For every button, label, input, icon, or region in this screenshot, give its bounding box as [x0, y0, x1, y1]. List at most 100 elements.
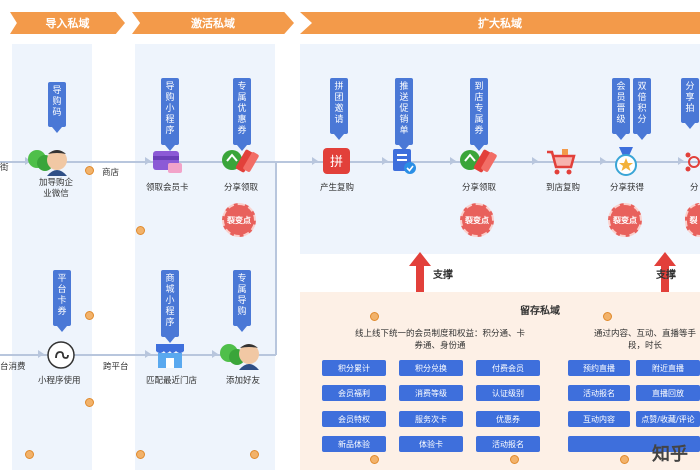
retain-left-desc: 线上线下统一的会员制度和权益：积分通、卡券通、身份通	[355, 329, 526, 351]
retain-right-chip: 直播回放	[636, 385, 700, 401]
retain-right-chip: 互动内容	[568, 411, 630, 427]
arrow-7	[600, 157, 606, 165]
node-wechat-work: 加导购企业微信	[38, 178, 73, 199]
decor-dot	[250, 450, 259, 459]
decor-dot	[603, 312, 612, 321]
arrow-3	[312, 157, 318, 165]
member-card-icon	[153, 151, 182, 173]
node-add-friend: 添加好友	[226, 376, 261, 386]
retain-left-chip: 付费会员	[476, 360, 540, 376]
wechat-icon	[28, 150, 67, 176]
connector-bottom-join	[255, 354, 276, 356]
arrow-2	[145, 157, 151, 165]
support-arrow-right-icon	[654, 252, 676, 292]
tag-group-invite: 拼团邀请	[330, 78, 348, 140]
stage-activate: 激活私域	[132, 12, 294, 34]
tag-guide-code: 导购码	[48, 82, 66, 133]
retain-right-desc: 通过内容、互动、直播等手段，时长	[593, 329, 696, 351]
decor-dot	[25, 450, 34, 459]
arrow-1	[25, 157, 31, 165]
retain-left-chip: 优惠券	[476, 411, 540, 427]
retain-left-chip: 会员福利	[322, 385, 386, 401]
node-cross-platform: 跨平台	[103, 362, 129, 372]
decor-dot	[136, 226, 145, 235]
tag-member-points: 会员晋级	[612, 78, 630, 140]
badge-fission-1: 裂变点	[222, 203, 256, 237]
watermark: 知乎	[652, 444, 688, 465]
node-match-store: 匹配最近门店	[146, 376, 198, 386]
svg-text:拼: 拼	[330, 155, 343, 170]
node-buy-again: 产生复购	[320, 183, 355, 193]
tag-store-coupon: 到店专属券	[470, 78, 488, 151]
retain-right-chip	[568, 436, 700, 452]
stage-expand: 扩大私域	[300, 12, 700, 34]
arrow-b3	[212, 350, 218, 358]
node-claim-card: 领取会员卡	[146, 183, 189, 193]
tag-platform-coupon: 平台卡券	[53, 270, 71, 332]
retain-left-chip: 积分兑换	[399, 360, 463, 376]
arrow-4	[382, 157, 388, 165]
retain-left-chip: 服务次卡	[399, 411, 463, 427]
decor-dot	[85, 311, 94, 320]
decor-dot	[85, 398, 94, 407]
retain-right-chip: 预约直播	[568, 360, 630, 376]
node-left-cut-bottom: 台消费	[0, 362, 26, 372]
group-buy-icon: 拼	[323, 148, 350, 174]
retain-left-chip: 体验卡	[399, 436, 463, 452]
arrow-b1	[38, 350, 44, 358]
connector-vertical	[275, 161, 277, 355]
share-coupon-icon	[460, 149, 497, 173]
arrow-b2	[145, 350, 151, 358]
decor-dot	[136, 450, 145, 459]
decor-dot	[620, 455, 629, 464]
tag-coupon-b: 专属导购	[233, 270, 251, 332]
network-icon	[685, 152, 700, 172]
retain-title: 留存私域	[520, 306, 560, 317]
tag-promo-push: 推送促销单	[395, 78, 413, 151]
stage-import: 导入私域	[10, 12, 125, 34]
node-store-repurchase: 到店复购	[546, 183, 581, 193]
support-arrow-left-icon	[409, 252, 431, 292]
tag-coupon-a: 专属优惠券	[233, 78, 251, 151]
arrow-6	[532, 157, 538, 165]
retain-left-chip: 活动报名	[476, 436, 540, 452]
retain-left-chip: 新品体验	[322, 436, 386, 452]
tag-guide-mini: 导购小程序	[161, 78, 179, 151]
node-share-gain: 分享获得	[610, 183, 645, 193]
decor-dot	[370, 455, 379, 464]
storefront-icon	[156, 344, 184, 368]
retain-right-chip: 活动报名	[568, 385, 630, 401]
decor-dot	[510, 455, 519, 464]
node-store: 商店	[102, 168, 120, 178]
medal-icon	[615, 147, 637, 176]
support-label-left: 支撑	[433, 270, 453, 281]
support-label-right: 支撑	[656, 270, 676, 281]
retain-right-chip: 点赞/收藏/评论	[636, 411, 700, 427]
decor-dot	[370, 312, 379, 321]
connector-bottom-row	[0, 354, 255, 356]
tag-double-points: 双倍积分	[633, 78, 651, 140]
retain-right-chip: 附近直播	[636, 360, 700, 376]
node-share-cut: 分	[690, 183, 699, 193]
arrow-5	[450, 157, 456, 165]
node-share-claim-1: 分享领取	[224, 183, 259, 193]
activate-column-bg	[135, 44, 275, 470]
miniprogram-icon	[47, 341, 75, 369]
retain-left-chip: 会员特权	[322, 411, 386, 427]
tag-share-earn: 分享拍	[681, 78, 699, 129]
retain-left-chip: 认证级别	[476, 385, 540, 401]
badge-fission-2: 裂变点	[460, 203, 494, 237]
arrow-8	[678, 157, 684, 165]
decor-dot	[85, 166, 94, 175]
node-share-claim-2: 分享领取	[462, 183, 497, 193]
wechat-icon	[220, 344, 259, 370]
node-left-cut-top: 街	[0, 163, 9, 173]
tag-mall-mini: 商城小程序	[161, 270, 179, 343]
retain-left-chip: 消费等级	[399, 385, 463, 401]
badge-fission-3: 裂变点	[608, 203, 642, 237]
retain-left-chip: 积分累计	[322, 360, 386, 376]
cart-icon	[547, 149, 576, 175]
share-coupon-icon	[222, 149, 259, 173]
node-mini-use: 小程序使用	[38, 376, 81, 386]
checklist-icon	[393, 149, 416, 174]
